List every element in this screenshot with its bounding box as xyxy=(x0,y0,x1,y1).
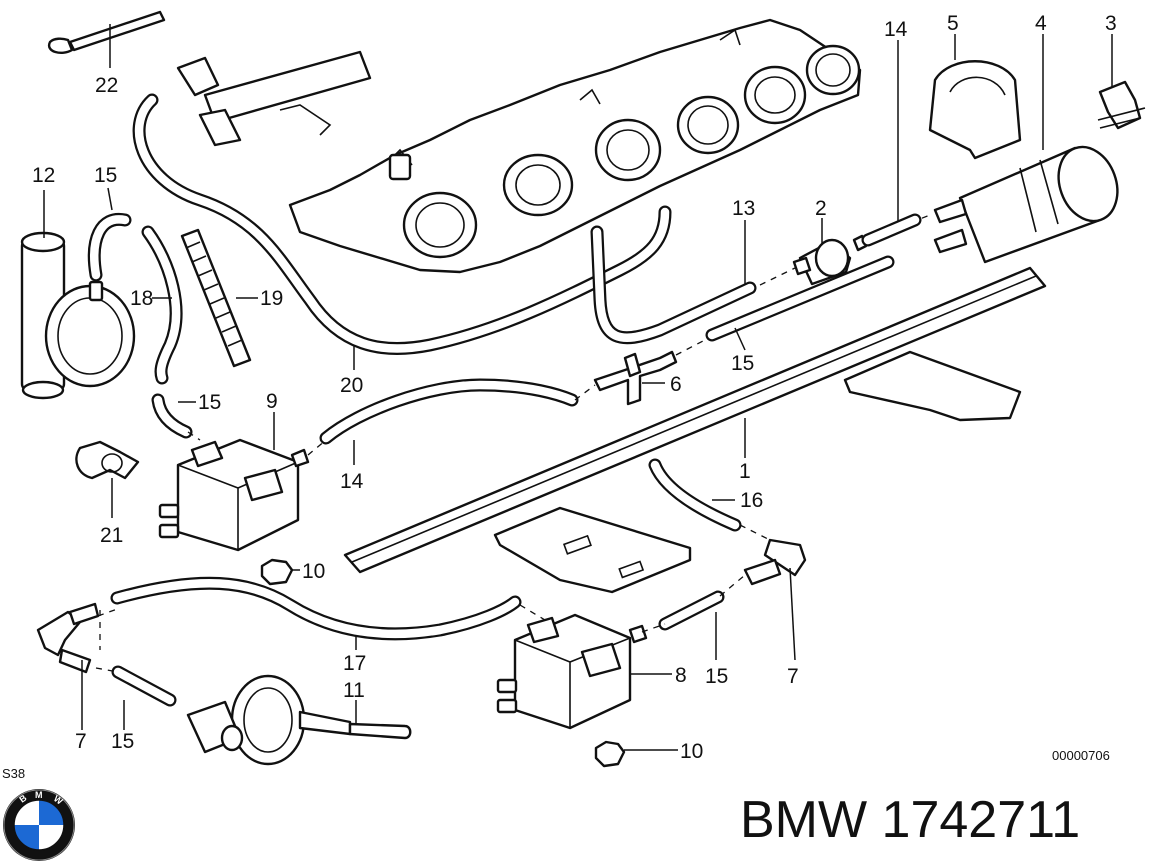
callout-19: 19 xyxy=(260,287,283,310)
hose-17 xyxy=(110,576,522,641)
callout-16: 16 xyxy=(740,489,763,512)
callout-5: 5 xyxy=(947,12,959,35)
callout-3: 3 xyxy=(1105,12,1117,35)
hose-15-lower-left xyxy=(111,665,177,707)
sleeve-19 xyxy=(180,228,252,368)
callout-1: 1 xyxy=(739,460,751,483)
tee-6 xyxy=(593,350,678,406)
solenoid-9 xyxy=(158,438,310,552)
callout-14: 14 xyxy=(340,470,364,493)
callout-22: 22 xyxy=(95,74,118,97)
intake-manifold xyxy=(288,18,862,274)
elbow-7-left xyxy=(36,602,100,674)
svg-text:M: M xyxy=(35,790,43,800)
solenoid-8 xyxy=(496,613,648,730)
callout-18: 18 xyxy=(130,287,153,310)
hose-15-centre xyxy=(705,255,895,342)
callout-13: 13 xyxy=(732,197,755,220)
callout-20: 20 xyxy=(340,374,363,397)
hose-18 xyxy=(141,225,183,385)
rail-1 xyxy=(343,266,1047,594)
callout-7: 7 xyxy=(787,665,799,688)
vacuum-unit-11 xyxy=(95,607,412,766)
canister-4 xyxy=(933,145,1119,264)
callout-10: 10 xyxy=(302,560,325,583)
hose-15-small xyxy=(151,393,193,439)
part-label: BMW 1742711 xyxy=(740,791,1081,849)
bracket-5 xyxy=(928,60,1022,160)
bmw-roundel-icon: B M W xyxy=(3,789,75,861)
elbow-7-right xyxy=(743,538,807,586)
dashed-connectors xyxy=(99,339,771,650)
callout-4: 4 xyxy=(1035,12,1047,35)
nut-10b xyxy=(594,740,626,768)
drawing-number: 00000706 xyxy=(1052,748,1110,763)
svg-text:B: B xyxy=(17,792,28,804)
callout-9: 9 xyxy=(266,390,278,413)
hose-16 xyxy=(648,458,742,532)
callout-7: 7 xyxy=(75,730,87,753)
callout-8: 8 xyxy=(675,664,687,687)
clip-3 xyxy=(1097,80,1146,130)
hose-20 xyxy=(132,93,672,356)
hose-14-top xyxy=(861,213,922,247)
callout-10: 10 xyxy=(680,740,703,763)
callout-15: 15 xyxy=(111,730,134,753)
fuel-rail xyxy=(176,50,372,147)
hose-15-lower-right xyxy=(658,590,725,631)
callout-21: 21 xyxy=(100,524,123,547)
thermo-valve-12 xyxy=(20,231,136,400)
model-code: S38 xyxy=(2,766,25,781)
callout-15: 15 xyxy=(731,352,754,375)
callout-15: 15 xyxy=(94,164,117,187)
hose-15-left xyxy=(87,212,132,282)
callout-11: 11 xyxy=(343,679,365,702)
clamp-21 xyxy=(75,440,140,480)
hose-14-centre xyxy=(319,378,579,445)
callout-12: 12 xyxy=(32,164,55,187)
callout-14: 14 xyxy=(884,18,908,41)
callout-2: 2 xyxy=(815,197,827,220)
callout-15: 15 xyxy=(198,391,221,414)
callout-labels: 22 12 15 18 19 15 20 9 14 21 10 13 2 14 … xyxy=(2,12,1117,781)
callout-6: 6 xyxy=(670,373,682,396)
hose-13 xyxy=(590,225,757,345)
leader-lines xyxy=(43,24,1113,751)
nut-10a xyxy=(260,558,294,586)
cable-tie-22 xyxy=(47,10,166,54)
callout-17: 17 xyxy=(343,652,366,675)
callout-15: 15 xyxy=(705,665,728,688)
valve-2 xyxy=(759,214,931,286)
